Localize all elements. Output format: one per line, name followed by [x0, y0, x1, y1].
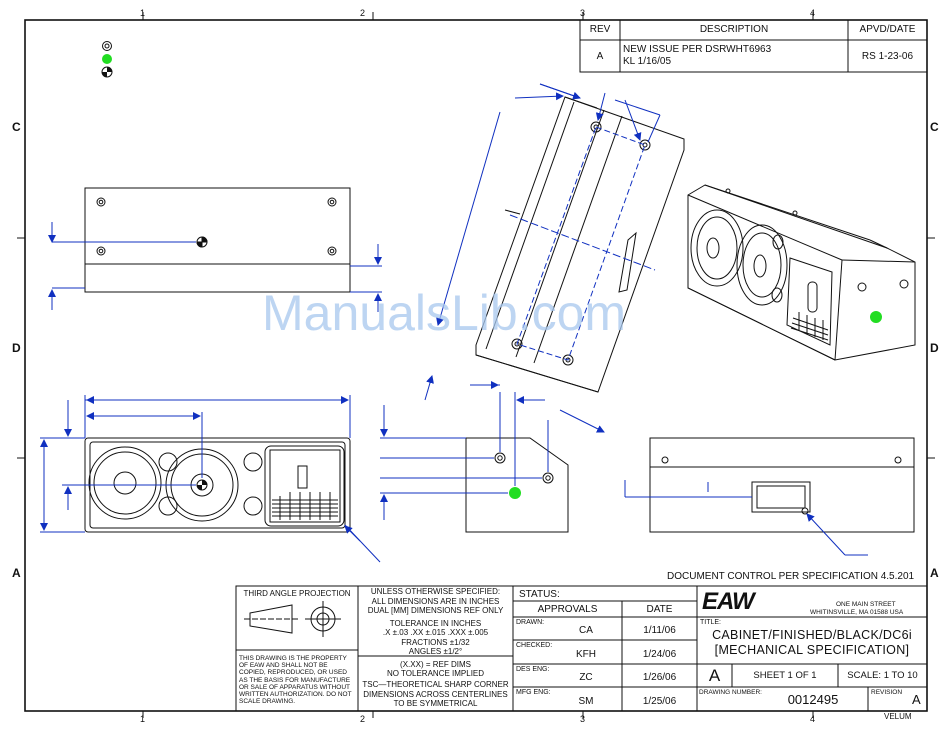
tilted-view	[475, 96, 685, 393]
zone-bottom-3: 3	[580, 714, 586, 724]
zone-left-d: D	[12, 341, 21, 355]
approval-date-mfg-eng: 1/25/06	[642, 696, 677, 707]
revision-label: REVISION	[871, 689, 903, 696]
company-address-line2: WHITINSVILLE, MA 01588 USA	[810, 609, 904, 616]
projection-symbol	[244, 601, 341, 637]
title-label: TITLE:	[700, 619, 722, 626]
rev-value: A	[596, 51, 604, 62]
approval-name-checked: KFH	[576, 649, 596, 660]
third-angle-label: THIRD ANGLE PROJECTION	[243, 589, 351, 598]
tilted-view-dims	[436, 83, 661, 361]
rev-apvd-date: RS 1-23-06	[861, 51, 914, 62]
description-header: DESCRIPTION	[699, 24, 769, 35]
front-view-center-mark	[196, 479, 208, 491]
velum-tag: VELUM	[884, 712, 912, 721]
approval-date-drawn: 1/11/06	[643, 625, 676, 636]
status-label: STATUS:	[519, 589, 560, 600]
revision-block-lines	[579, 19, 928, 73]
eaw-logo: EAW	[702, 588, 755, 615]
tolerance-notes: UNLESS OTHERWISE SPECIFIED: ALL DIMENSIO…	[367, 587, 504, 678]
title-block-lines	[235, 585, 928, 712]
drawing-number-label: DRAWING NUMBER:	[699, 689, 762, 696]
title-line2: [MECHANICAL SPECIFICATION]	[714, 643, 910, 657]
side-view-green-mark	[509, 487, 521, 499]
zone-ticks	[17, 12, 935, 718]
approval-name-des-eng: ZC	[579, 672, 593, 683]
legend-symbols	[101, 41, 113, 78]
zone-right-a: A	[930, 566, 939, 580]
sheet-size: A	[708, 666, 721, 685]
document-control-note: DOCUMENT CONTROL PER SPECIFICATION 4.5.2…	[667, 571, 915, 582]
side-view	[465, 437, 569, 533]
zone-top-4: 4	[810, 8, 816, 18]
date-header: DATE	[646, 604, 673, 615]
iso-view-grille	[790, 312, 829, 341]
company-address-line1: ONE MAIN STREET	[836, 601, 896, 608]
drawing-number-value: 0012495	[787, 692, 839, 707]
zone-top-2: 2	[360, 8, 366, 18]
rear-view-dims	[624, 480, 868, 556]
zone-bottom-1: 1	[140, 714, 146, 724]
zone-bottom-2: 2	[360, 714, 366, 724]
title-line1: CABINET/FINISHED/BLACK/DC6i	[712, 628, 912, 642]
top-view-dims	[48, 222, 382, 312]
approval-name-drawn: CA	[579, 625, 593, 636]
iso-view-green-mark	[870, 311, 882, 323]
approval-date-checked: 1/24/06	[642, 649, 677, 660]
revision-value: A	[912, 692, 921, 707]
front-view-grille	[272, 492, 338, 520]
zone-top-3: 3	[580, 8, 586, 18]
zone-left-a: A	[12, 566, 21, 580]
zone-top-1: 1	[140, 8, 146, 18]
rev-description-line2: KL 1/16/05	[623, 56, 672, 67]
apvd-date-header: APVD/DATE	[859, 24, 916, 35]
rev-description-line1: NEW ISSUE PER DSRWHT6963	[623, 44, 772, 55]
sheet-scale: SCALE: 1 TO 10	[847, 670, 918, 681]
sheet-number: SHEET 1 OF 1	[753, 670, 817, 681]
front-view-dims	[40, 395, 381, 563]
tolerance-notes-lower: TSC—THEORETICAL SHARP CORNER DIMENSIONS …	[362, 680, 509, 708]
rev-header: REV	[589, 24, 611, 35]
approval-role-des-eng: DES ENG:	[516, 666, 550, 673]
approval-date-des-eng: 1/26/06	[642, 672, 677, 683]
zone-left-c: C	[12, 120, 21, 134]
approvals-header: APPROVALS	[537, 604, 598, 615]
zone-right-c: C	[930, 120, 939, 134]
top-view	[84, 187, 351, 293]
approval-role-checked: CHECKED:	[516, 642, 553, 649]
manualslib-watermark: ManualsLib.com	[262, 285, 627, 341]
zone-bottom-4: 4	[810, 714, 816, 724]
approval-role-drawn: DRAWN:	[516, 619, 545, 626]
zone-right-d: D	[930, 341, 939, 355]
side-view-dims	[380, 375, 605, 520]
iso-view	[687, 184, 916, 361]
rear-view	[649, 437, 915, 533]
approval-name-mfg-eng: SM	[578, 696, 594, 707]
approval-role-mfg-eng: MFG ENG:	[516, 689, 551, 696]
